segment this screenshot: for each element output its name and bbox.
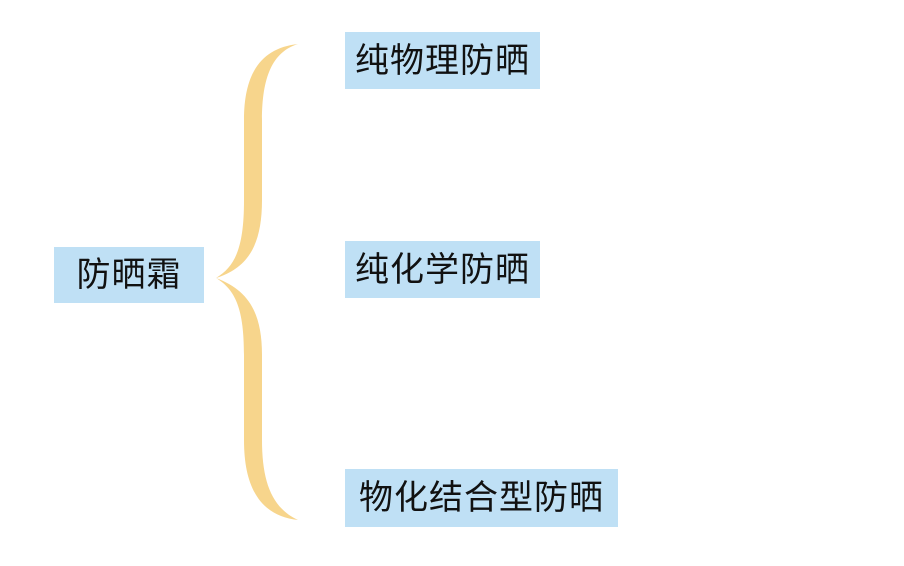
child-node-label: 纯物理防晒 (355, 40, 530, 81)
root-node-label: 防晒霜 (76, 255, 182, 295)
child-node-label: 物化结合型防晒 (359, 478, 604, 518)
root-node-sunscreen: 防晒霜 (54, 247, 204, 303)
child-node-label: 纯化学防晒 (355, 249, 530, 290)
child-node-chemical-sunscreen: 纯化学防晒 (345, 241, 540, 298)
child-node-physical-sunscreen: 纯物理防晒 (345, 32, 540, 89)
child-node-hybrid-sunscreen: 物化结合型防晒 (345, 469, 618, 527)
